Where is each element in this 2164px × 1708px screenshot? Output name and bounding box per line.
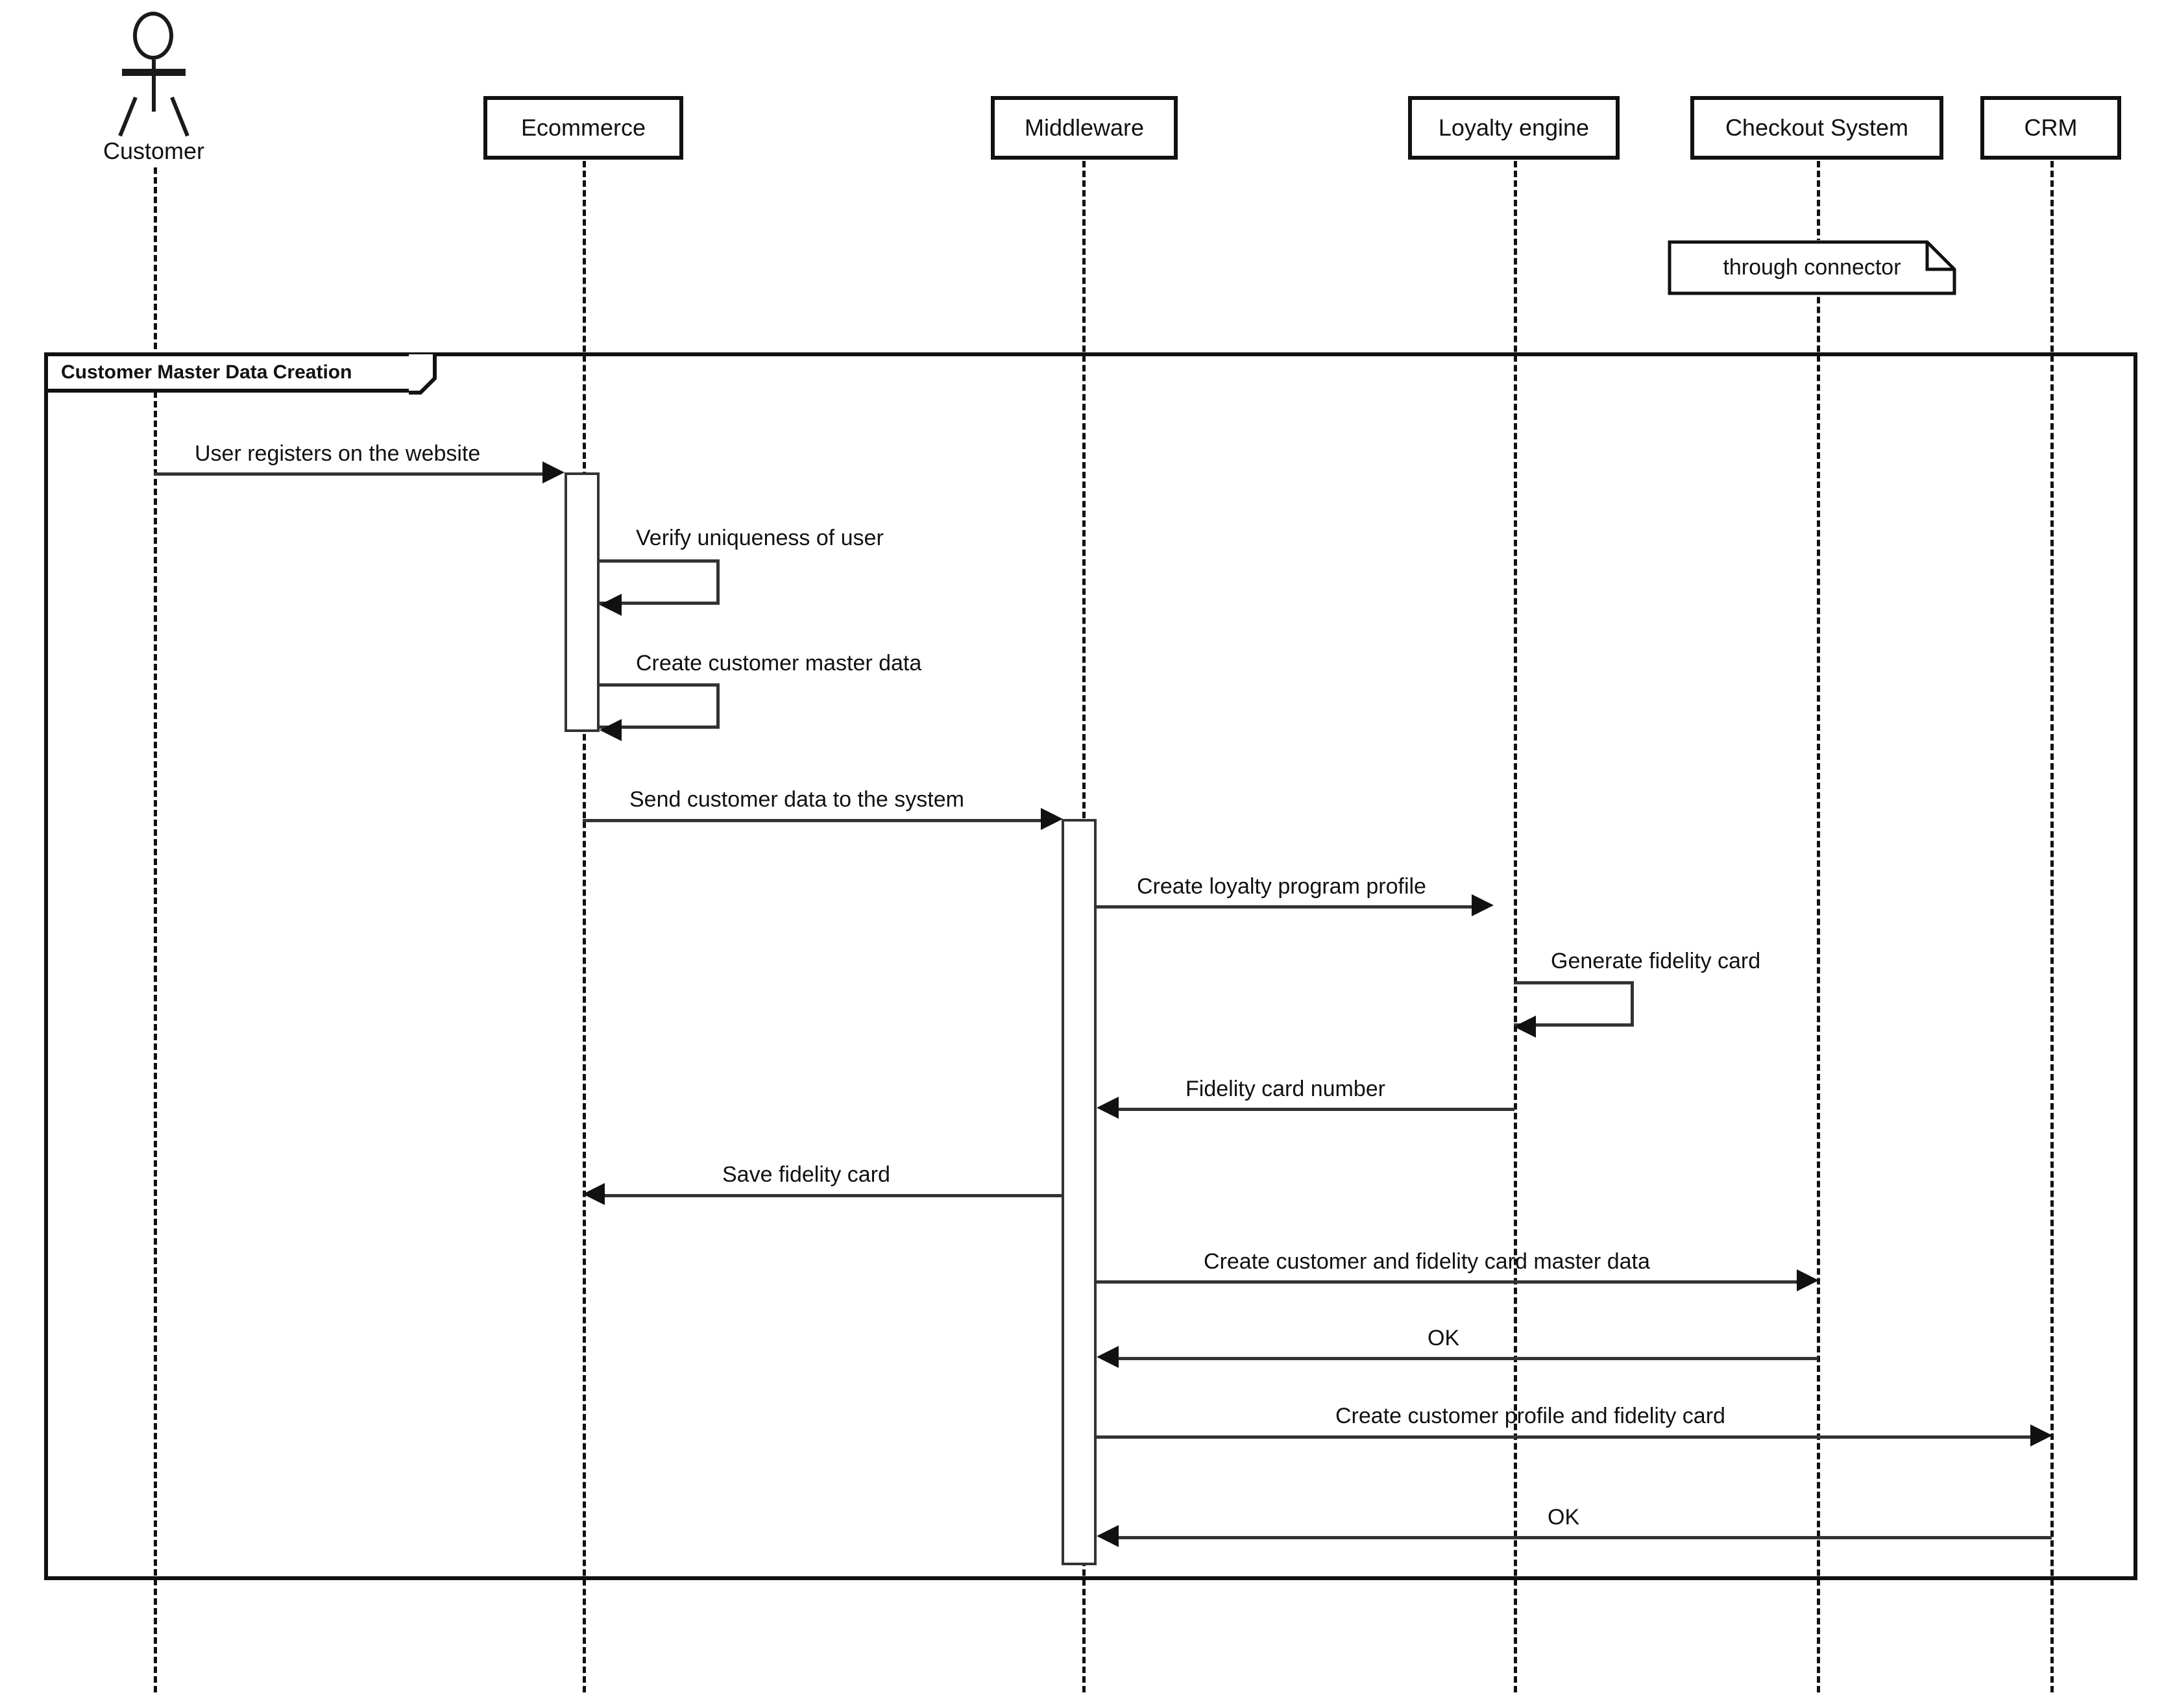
- participant-label-ecommerce: Ecommerce: [520, 114, 646, 141]
- participant-checkout-system[interactable]: Checkout System: [1690, 96, 1943, 160]
- participant-middleware[interactable]: Middleware: [991, 96, 1178, 160]
- participant-loyalty-engine[interactable]: Loyalty engine: [1408, 96, 1620, 160]
- message-self-loop-2: [600, 559, 720, 605]
- message-line-1: [154, 472, 543, 476]
- participant-crm[interactable]: CRM: [1980, 96, 2121, 160]
- message-arrowhead-3: [600, 719, 622, 741]
- message-label-12: OK: [1548, 1505, 1580, 1530]
- message-arrowhead-11: [2030, 1424, 2052, 1446]
- actor-body-icon: [152, 60, 156, 112]
- message-label-3: Create customer master data: [636, 651, 922, 676]
- message-label-8: Save fidelity card: [722, 1162, 890, 1187]
- message-label-10: OK: [1428, 1326, 1460, 1350]
- participant-label-middleware: Middleware: [1024, 114, 1145, 141]
- lifeline-checkout: [1817, 161, 1820, 1692]
- lifeline-customer: [154, 167, 157, 1692]
- message-line-4: [583, 819, 1042, 822]
- actor-leg-left-icon: [118, 96, 138, 137]
- message-arrowhead-9: [1797, 1269, 1819, 1291]
- lifeline-ecommerce: [583, 161, 586, 1692]
- message-arrowhead-2: [600, 594, 622, 616]
- message-line-7: [1119, 1108, 1514, 1111]
- message-arrowhead-7: [1097, 1097, 1119, 1119]
- lifeline-loyalty: [1514, 161, 1517, 1692]
- message-label-9: Create customer and fidelity card master…: [1204, 1249, 1650, 1274]
- message-line-9: [1097, 1280, 1798, 1284]
- note-shape-icon: [1668, 240, 1956, 295]
- activation-ecommerce: [565, 472, 600, 732]
- actor-arms-icon: [122, 69, 186, 76]
- actor-leg-right-icon: [170, 96, 189, 137]
- message-arrowhead-8: [583, 1183, 605, 1205]
- message-label-11: Create customer profile and fidelity car…: [1335, 1404, 1725, 1428]
- participant-ecommerce[interactable]: Ecommerce: [483, 96, 683, 160]
- fragment-tab-corner-icon: [409, 352, 437, 395]
- participant-label-checkout-system: Checkout System: [1725, 114, 1909, 141]
- message-label-1: User registers on the website: [195, 441, 481, 466]
- message-line-11: [1097, 1435, 2032, 1439]
- message-self-loop-6: [1514, 981, 1634, 1027]
- fragment-tab: Customer Master Data Creation: [44, 352, 420, 393]
- message-label-7: Fidelity card number: [1185, 1077, 1386, 1101]
- message-arrowhead-5: [1472, 894, 1494, 916]
- message-arrowhead-10: [1097, 1346, 1119, 1368]
- message-arrowhead-4: [1041, 808, 1063, 830]
- note-text: through connector: [1723, 255, 1901, 280]
- message-line-12: [1119, 1536, 2052, 1539]
- message-arrowhead-1: [542, 461, 565, 483]
- message-label-4: Send customer data to the system: [629, 787, 964, 812]
- fragment-label: Customer Master Data Creation: [61, 361, 352, 383]
- participant-label-customer: Customer: [103, 138, 205, 164]
- message-label-5: Create loyalty program profile: [1137, 874, 1426, 899]
- activation-middleware: [1062, 819, 1097, 1565]
- participant-label-loyalty-engine: Loyalty engine: [1438, 114, 1590, 141]
- message-self-loop-3: [600, 683, 720, 729]
- fragment-region: [44, 352, 2137, 1580]
- message-line-10: [1119, 1357, 1818, 1360]
- lifeline-crm: [2050, 161, 2054, 1692]
- note-through-connector: through connector: [1668, 240, 1956, 295]
- message-line-5: [1097, 905, 1473, 909]
- message-arrowhead-12: [1097, 1525, 1119, 1547]
- message-label-2: Verify uniqueness of user: [636, 526, 884, 550]
- message-arrowhead-6: [1514, 1016, 1536, 1038]
- participant-label-crm: CRM: [2024, 114, 2078, 141]
- message-label-6: Generate fidelity card: [1551, 949, 1761, 973]
- actor-head-icon: [133, 12, 173, 60]
- message-line-8: [605, 1194, 1062, 1197]
